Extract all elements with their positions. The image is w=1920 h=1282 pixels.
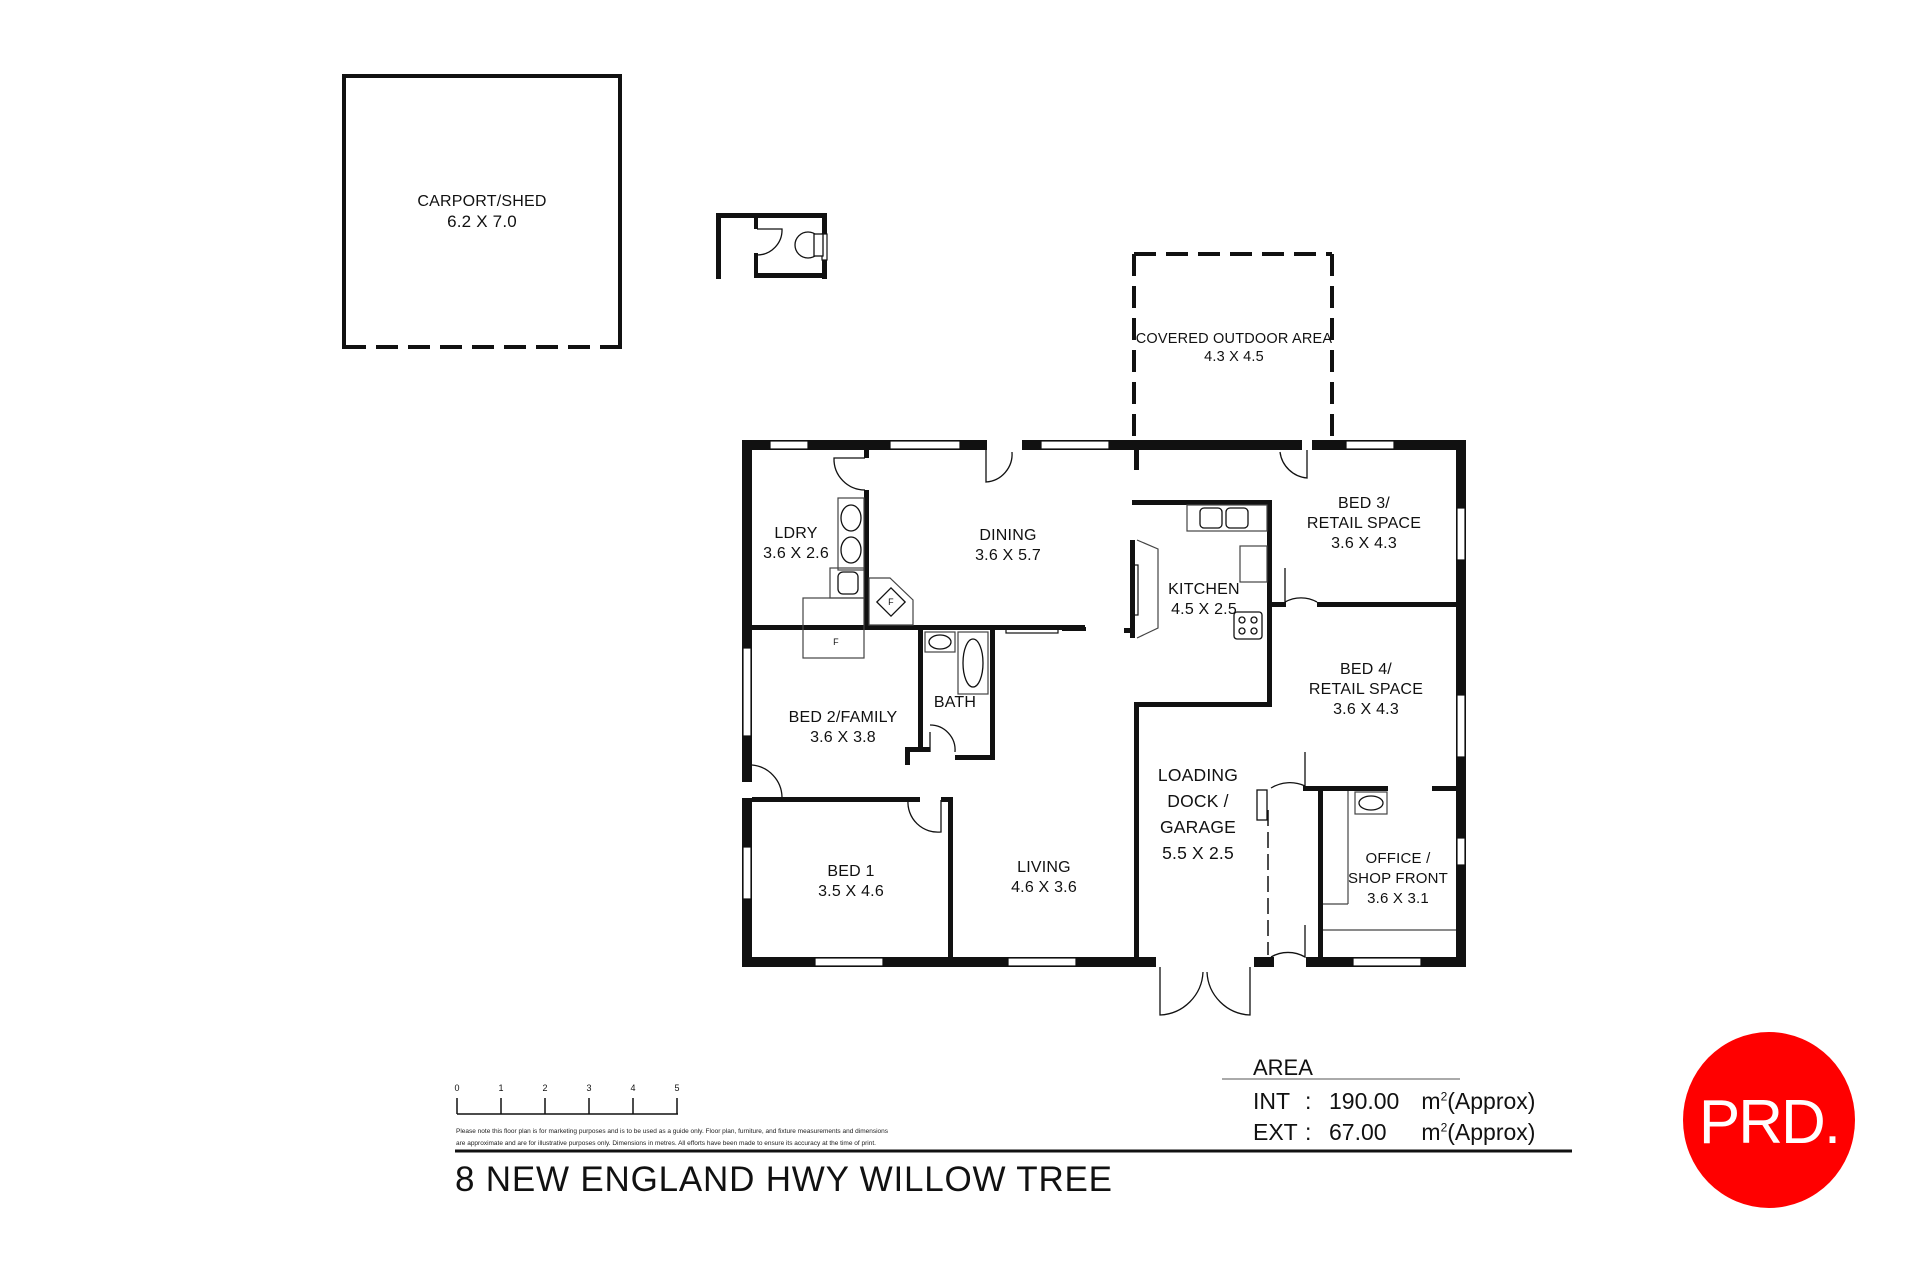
property-address: 8 NEW ENGLAND HWY WILLOW TREE [455,1160,1113,1199]
room-size: 3.6 X 5.7 [975,547,1041,564]
covered-outdoor-outline [1132,252,1334,445]
room-bed2: BED 2/FAMILY 3.6 X 3.8 [789,708,898,748]
room-name: OFFICE / [1365,850,1431,867]
area-ext-row: EXT:67.00 m2(Approx) [1253,1119,1535,1146]
sink-icon [840,536,862,564]
area-value: 67.00 [1329,1119,1387,1145]
room-size: 6.2 X 7.0 [447,212,517,231]
disclaimer-line: Please note this floor plan is for marke… [456,1128,889,1135]
basin-icon [928,634,952,650]
room-size: 3.5 X 4.6 [818,883,884,900]
scale-tick: 3 [586,1083,592,1093]
room-name: LOADING [1157,765,1239,785]
room-office: OFFICE / SHOP FRONT 3.6 X 3.1 [1348,849,1448,909]
area-unit: m [1421,1088,1441,1114]
room-living: LIVING 4.6 X 3.6 [1011,858,1077,898]
stove-icon [1233,611,1263,640]
room-name: GARAGE [1159,817,1237,837]
room-garage: LOADING DOCK / GARAGE 5.5 X 2.5 [1158,762,1238,866]
area-sep: : [1305,1119,1312,1145]
room-name: BED 4/ [1340,661,1392,678]
room-name: CARPORT/SHED [417,193,547,210]
fridge-label: F [888,597,894,607]
area-int-row: INT:190.00 m2(Approx) [1253,1088,1535,1115]
room-size: 5.5 X 2.5 [1162,843,1234,863]
room-size: 3.6 X 4.3 [1331,535,1397,552]
fridge-label: F [833,637,839,647]
area-unit-sup: 2 [1440,1089,1448,1104]
room-size: 3.6 X 3.1 [1367,890,1429,907]
room-name: BED 3/ [1338,495,1390,512]
scale-bar [456,1098,678,1115]
disclaimer: Please note this floor plan is for marke… [456,1126,976,1150]
room-name: SHOP FRONT [1347,870,1449,887]
area-heading: AREA [1253,1055,1313,1080]
basin-icon [1358,795,1384,811]
room-name: BATH [933,694,977,711]
disclaimer-line: are approximate and are for illustrative… [456,1140,876,1147]
area-value: 190.00 [1329,1088,1400,1114]
sink-icon [1199,507,1223,529]
room-size: 3.6 X 4.3 [1333,701,1399,718]
room-name: LDRY [774,525,818,542]
room-name: BED 2/FAMILY [788,709,898,726]
room-kitchen: KITCHEN 4.5 X 2.5 [1168,580,1240,620]
room-name: RETAIL SPACE [1308,681,1424,698]
room-size: 4.6 X 3.6 [1011,879,1077,896]
carport-outline [342,74,622,349]
room-ldry: LDRY 3.6 X 2.6 [763,524,829,564]
scale-tick: 1 [498,1083,504,1093]
room-bath: BATH [934,693,976,713]
logo-text: PRD. [1698,1087,1841,1157]
area-sep: : [1305,1088,1312,1114]
room-name: BED 1 [827,863,875,880]
area-key: EXT [1253,1119,1298,1145]
prd-logo: PRD. [1683,1032,1855,1208]
room-bed3: BED 3/ RETAIL SPACE 3.6 X 4.3 [1307,494,1421,554]
room-name: KITCHEN [1168,581,1240,598]
bathtub-icon [962,638,984,688]
fridge-icon [875,586,907,618]
detached-toilet [716,213,828,279]
sink-icon [840,504,862,532]
interior-walls [752,440,1461,967]
room-carport: CARPORT/SHED 6.2 X 7.0 [417,192,546,232]
scale-tick: 0 [454,1083,460,1093]
area-unit: m [1421,1119,1441,1145]
area-note: (Approx) [1447,1088,1536,1114]
area-note: (Approx) [1447,1119,1536,1145]
scale-tick: 2 [542,1083,548,1093]
sink-icon [837,571,859,595]
room-bed4: BED 4/ RETAIL SPACE 3.6 X 4.3 [1309,660,1423,720]
room-size: 3.6 X 3.8 [810,729,876,746]
room-bed1: BED 1 3.5 X 4.6 [818,862,884,902]
scale-tick: 4 [630,1083,636,1093]
room-size: 4.5 X 2.5 [1171,601,1237,618]
room-size: 3.6 X 2.6 [763,545,829,562]
room-name: RETAIL SPACE [1306,515,1422,532]
area-unit-sup: 2 [1440,1120,1448,1135]
scale-tick: 5 [674,1083,680,1093]
room-size: 4.3 X 4.5 [1204,349,1264,365]
room-name: DINING [979,527,1037,544]
room-dining: DINING 3.6 X 5.7 [975,526,1041,566]
fixtures [802,497,1456,931]
area-key: INT [1253,1088,1291,1114]
room-name: LIVING [1017,859,1071,876]
room-covered-outdoor: COVERED OUTDOOR AREA 4.3 X 4.5 [1136,330,1333,366]
room-name: COVERED OUTDOOR AREA [1135,331,1333,347]
doors [751,450,1318,1016]
room-name: DOCK / [1167,791,1229,811]
